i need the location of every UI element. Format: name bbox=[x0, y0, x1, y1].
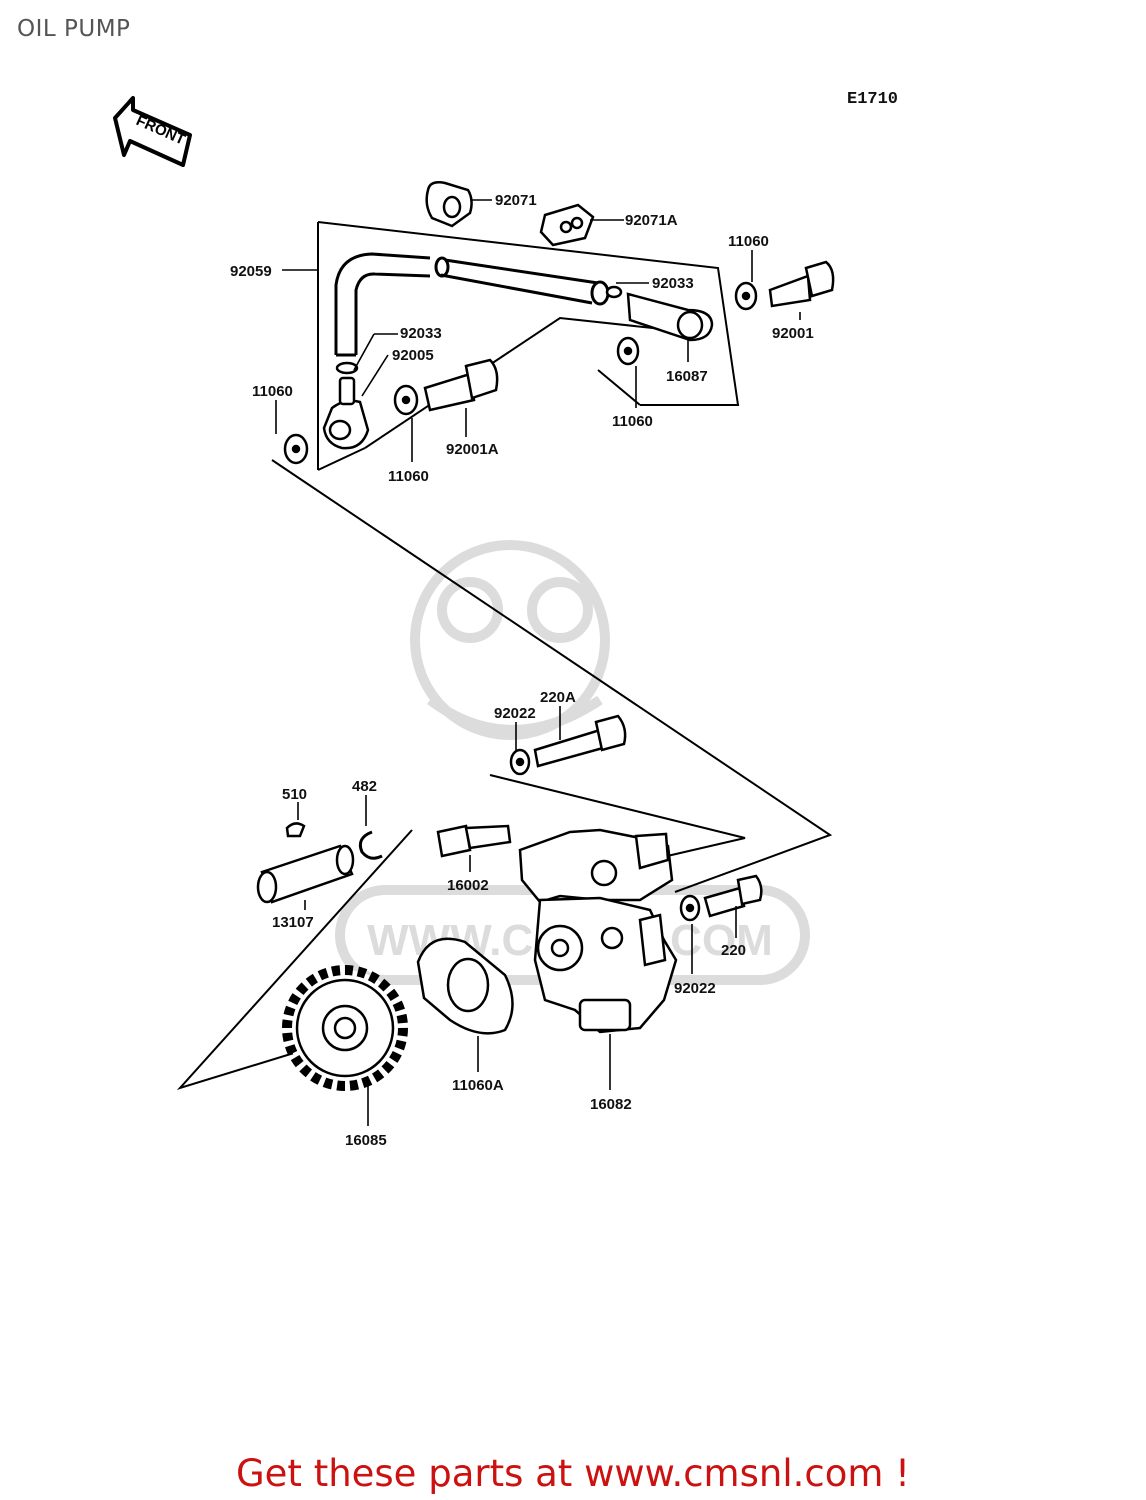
part-label-16085: 16085 bbox=[345, 1132, 387, 1149]
part-label-92033-left: 92033 bbox=[400, 325, 442, 342]
part-label-92033-top: 92033 bbox=[652, 275, 694, 292]
part-label-92022-top: 92022 bbox=[494, 705, 536, 722]
hose-92059 bbox=[334, 252, 610, 357]
part-label-482: 482 bbox=[352, 778, 377, 795]
washer-11060-center bbox=[616, 336, 640, 366]
part-label-16002: 16002 bbox=[447, 877, 489, 894]
part-label-92005: 92005 bbox=[392, 347, 434, 364]
upper-frame-lines bbox=[176, 221, 833, 1091]
part-label-92001: 92001 bbox=[772, 325, 814, 342]
part-label-220: 220 bbox=[721, 942, 746, 959]
part-label-16082: 16082 bbox=[590, 1096, 632, 1113]
gasket-11060A bbox=[416, 937, 514, 1035]
part-label-11060-right: 11060 bbox=[612, 413, 653, 430]
part-label-92022-bottom: 92022 bbox=[674, 980, 716, 997]
page-title: OIL PUMP bbox=[17, 16, 131, 42]
bolt-220 bbox=[703, 874, 763, 918]
grommet-92071A bbox=[539, 203, 595, 247]
part-label-11060-mid: 11060 bbox=[388, 468, 429, 485]
part-label-510: 510 bbox=[282, 786, 307, 803]
part-label-11060-left: 11060 bbox=[252, 383, 293, 400]
bolt-16002 bbox=[436, 824, 512, 858]
banjo-fitting-right bbox=[605, 285, 714, 342]
bolt-220A bbox=[533, 714, 627, 768]
part-label-92001A: 92001A bbox=[446, 441, 499, 458]
part-label-16087: 16087 bbox=[666, 368, 708, 385]
front-arrow-icon: FRONT bbox=[113, 96, 192, 167]
oil-pump-body-16082 bbox=[518, 828, 678, 1034]
footer-shop-link[interactable]: Get these parts at www.cmsnl.com ! bbox=[235, 1452, 910, 1495]
diagram-code: E1710 bbox=[847, 90, 898, 109]
washer-11060-mid bbox=[393, 384, 419, 416]
key-510 bbox=[285, 822, 306, 838]
part-label-11060A: 11060A bbox=[452, 1077, 504, 1094]
shaft-13107 bbox=[256, 844, 355, 904]
washer-11060-right bbox=[734, 281, 758, 311]
washer-11060-left bbox=[283, 433, 309, 465]
part-label-11060-top: 11060 bbox=[728, 233, 769, 250]
part-label-220A: 220A bbox=[540, 689, 576, 706]
grommet-92071 bbox=[425, 181, 473, 228]
bolt-92001 bbox=[768, 260, 835, 308]
bolt-92001A bbox=[423, 358, 499, 412]
circlip-482 bbox=[358, 830, 383, 860]
washer-92022-top bbox=[509, 748, 531, 776]
part-label-92071: 92071 bbox=[495, 192, 537, 209]
gear-16085 bbox=[282, 965, 408, 1091]
part-label-92059: 92059 bbox=[230, 263, 272, 280]
part-label-92071A: 92071A bbox=[625, 212, 678, 229]
banjo-fitting-left bbox=[322, 361, 370, 450]
part-label-13107: 13107 bbox=[272, 914, 314, 931]
washer-92022-bottom bbox=[679, 894, 701, 922]
leader-lines bbox=[275, 199, 801, 1126]
